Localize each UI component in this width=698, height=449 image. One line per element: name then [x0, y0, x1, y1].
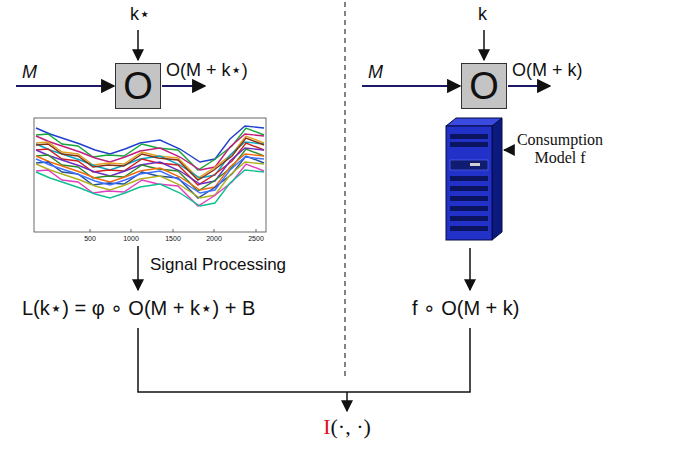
flow-arrow: [137, 246, 139, 290]
key-label: k: [478, 4, 487, 25]
operator-symbol: O: [123, 67, 153, 105]
leakage-formula: L(k⋆) = φ ∘ O(M + k⋆) + B: [22, 297, 255, 320]
key-arrow: [483, 30, 485, 60]
output-label: O(M + k⋆): [166, 60, 248, 81]
merge-arrow: [346, 392, 348, 411]
tick-label: 500: [84, 235, 96, 243]
input-line: [16, 85, 114, 87]
input-label: M: [368, 62, 383, 83]
input-line: [362, 85, 460, 87]
merge-line: [347, 328, 470, 392]
flow-arrow: [469, 248, 471, 290]
divider-line: [344, 2, 345, 380]
tick-label: 2000: [206, 235, 222, 243]
tick-label: 2500: [248, 235, 264, 243]
output-label: O(M + k): [512, 60, 583, 81]
tick-label: 1000: [123, 235, 139, 243]
key-arrow: [137, 30, 139, 60]
trace-plot: [34, 118, 266, 232]
tick-label: 1500: [165, 235, 181, 243]
metric-label: I(·, ·): [323, 414, 371, 439]
output-arrow: [162, 85, 205, 87]
output-arrow: [508, 85, 550, 87]
process-label: Signal Processing: [150, 255, 286, 275]
operator-symbol: O: [469, 67, 499, 105]
operation-box: O: [461, 63, 507, 109]
model-arrow: [504, 149, 510, 151]
server-icon: [446, 118, 502, 240]
model-label: Consumption Model f: [512, 131, 608, 168]
key-label: k⋆: [130, 4, 150, 25]
input-label: M: [22, 62, 37, 83]
model-formula: f ∘ O(M + k): [412, 297, 520, 320]
merge-line: [138, 328, 347, 392]
operation-box: O: [115, 63, 161, 109]
